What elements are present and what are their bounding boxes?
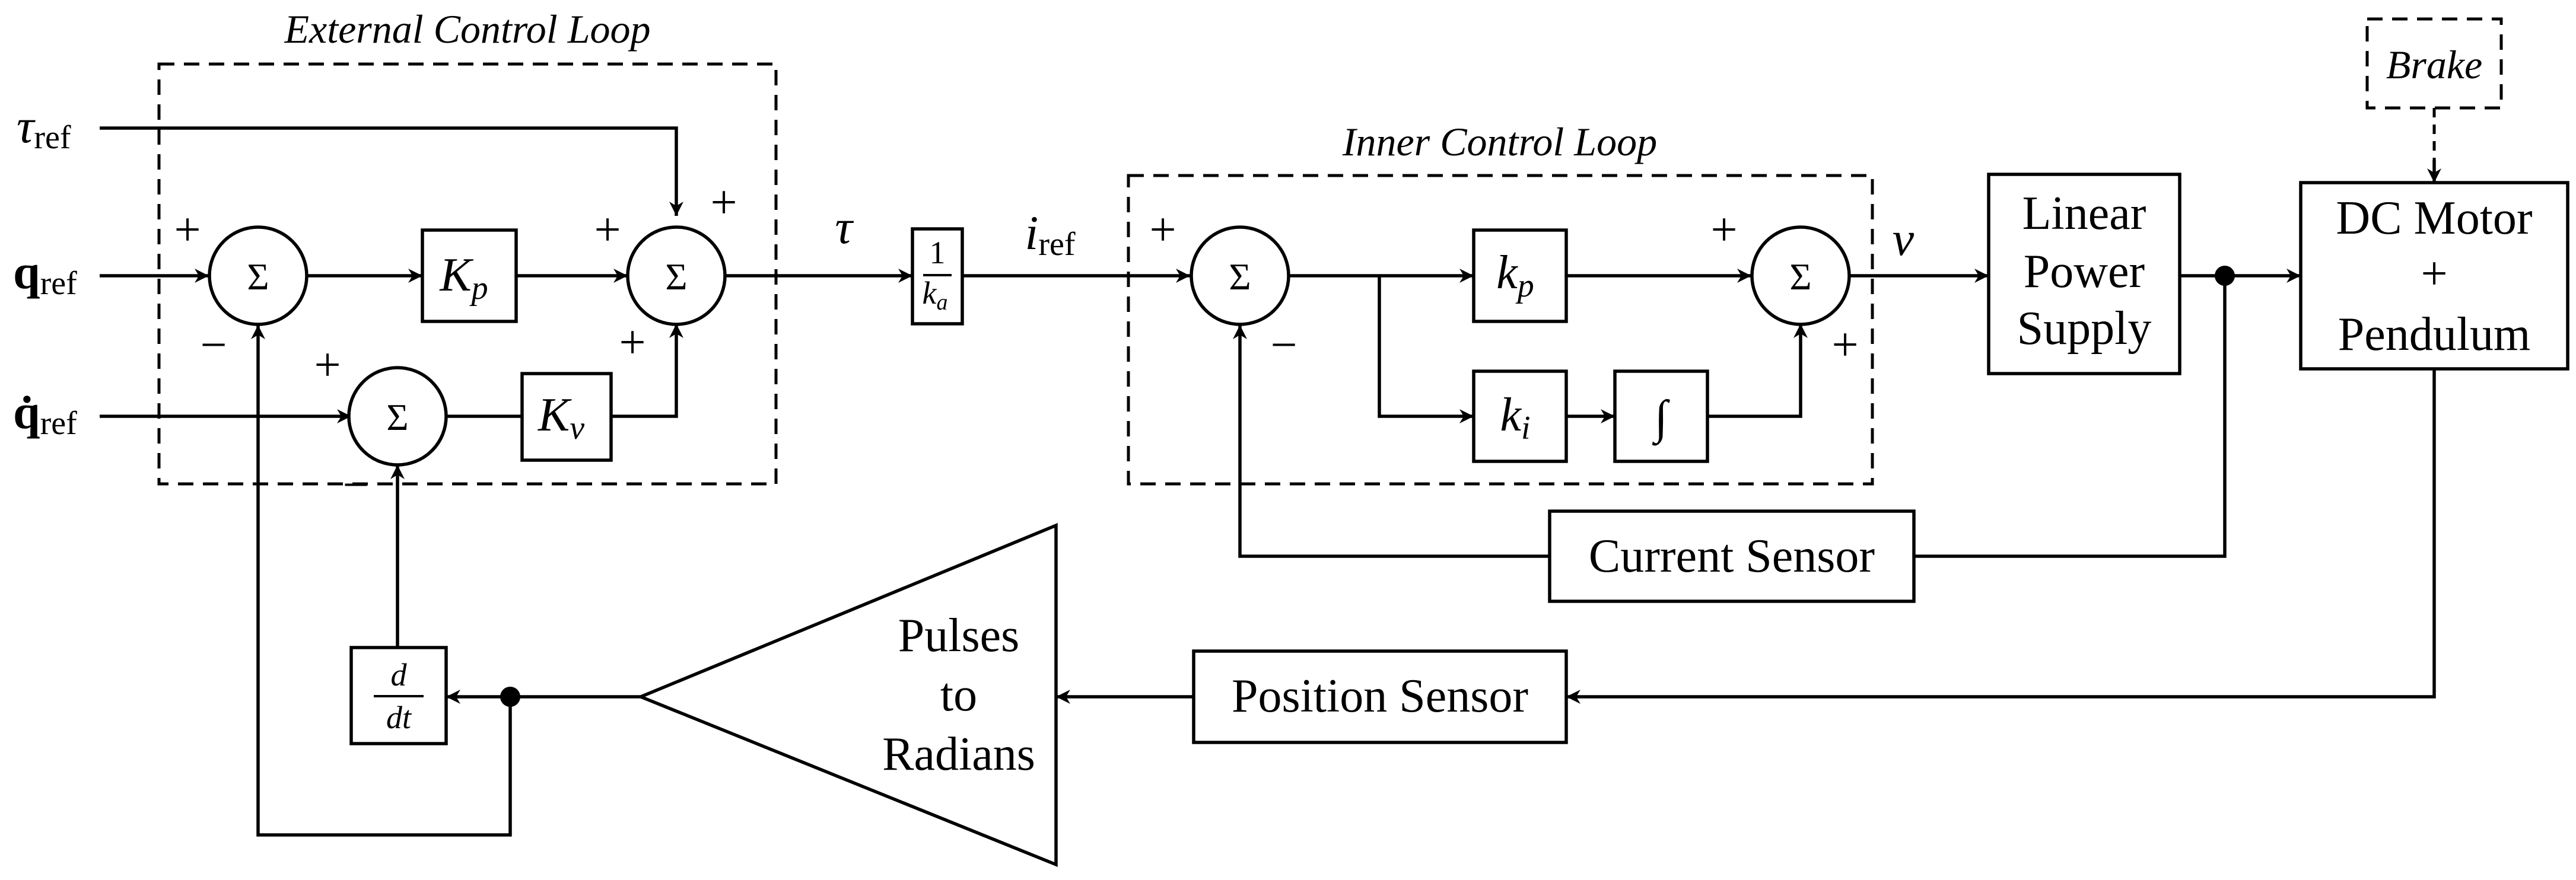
inner-loop-title: Inner Control Loop [1342,119,1657,164]
sign-minus: − [200,319,227,371]
gain-block-Kv: Kv [520,372,613,462]
qdot-ref-label: q̇ref [13,385,77,442]
inner-loop-frame [1127,174,1874,486]
v-signal-label: v [1893,212,1914,266]
summer-current: Σ [1190,225,1290,326]
gain-block-Kp: Kp [421,228,518,323]
position-sensor-block: Position Sensor [1192,649,1568,744]
svg-text:∫: ∫ [1652,391,1671,446]
svg-text:d: d [391,657,408,693]
brake-frame [2365,17,2503,110]
power-supply-block: Linear Power Supply [1987,173,2181,375]
svg-text:Linear: Linear [2022,187,2146,240]
svg-text:Σ: Σ [247,256,269,298]
svg-text:kp: kp [1496,247,1534,304]
current-sensor-block: Current Sensor [1548,509,1916,603]
motor-pendulum-block: DC Motor + Pendulum [2299,181,2569,371]
svg-text:1: 1 [930,235,946,270]
integrator-block: ∫ [1613,369,1709,463]
sign-plus: + [1710,204,1737,256]
summer-voltage: Σ [1750,225,1851,326]
inverse-ka-block: 1 ka [911,227,964,326]
svg-text:Σ: Σ [665,256,687,298]
svg-text:Power: Power [2024,245,2145,298]
tau-signal-label: τ [835,200,854,254]
svg-text:dt: dt [386,700,412,735]
gain-block-kp: kp [1472,228,1568,323]
sign-plus: + [619,317,645,369]
svg-text:Kp: Kp [439,249,488,307]
signal-lines [100,108,2441,837]
svg-text:Position Sensor: Position Sensor [1232,670,1528,722]
external-loop-title: External Control Loop [284,7,650,52]
brake-label: Brake [2386,42,2482,87]
svg-text:to: to [940,669,977,721]
external-loop-frame [157,62,778,486]
sign-minus: − [1270,319,1297,371]
gain-block-ki: ki [1472,369,1568,463]
tau-ref-label: τref [17,99,71,156]
svg-text:Current Sensor: Current Sensor [1589,530,1875,582]
svg-text:Pendulum: Pendulum [2338,308,2530,361]
sign-plus: + [1831,319,1858,371]
svg-text:ka: ka [923,275,948,315]
sign-plus: + [710,177,737,229]
sign-minus: − [342,459,369,511]
q-ref-label: qref [13,245,77,302]
summer-torque: Σ [626,225,727,326]
svg-text:+: + [2421,248,2447,300]
summer-velocity: Σ [347,366,448,467]
svg-text:Σ: Σ [1789,256,1811,298]
sign-plus: + [1149,204,1176,256]
svg-text:Supply: Supply [2017,302,2152,355]
svg-text:Σ: Σ [1229,256,1251,298]
svg-text:Pulses: Pulses [898,610,1020,662]
junction-dot-current [2215,266,2235,286]
sign-plus: + [174,204,201,256]
sign-plus: + [594,204,621,256]
pulses-to-radians-block: Pulses to Radians [636,522,1058,868]
junction-dot-position [500,687,520,707]
svg-text:ki: ki [1500,389,1530,447]
sign-plus: + [314,339,341,391]
svg-text:Σ: Σ [386,396,408,438]
i-ref-signal-label: iref [1025,206,1076,263]
summer-position: Σ [208,225,309,326]
svg-text:Radians: Radians [882,728,1035,780]
svg-text:Kv: Kv [538,389,584,447]
svg-text:DC Motor: DC Motor [2336,192,2532,244]
derivative-block: d dt [349,646,448,745]
